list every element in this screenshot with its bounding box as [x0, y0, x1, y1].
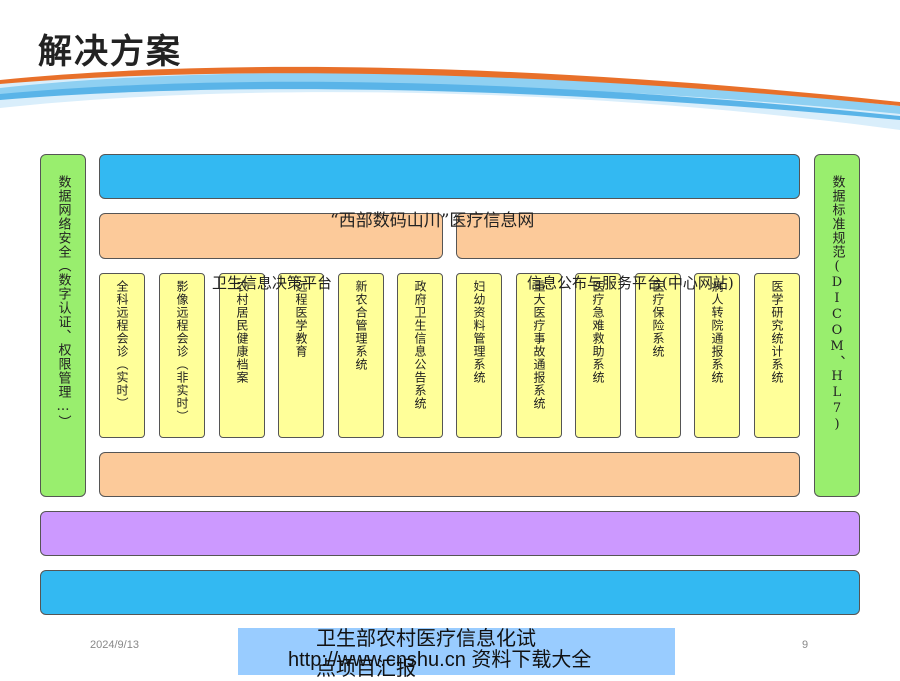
module-remote-education: 远程医学教育 — [278, 273, 324, 438]
decision-platform-label: 卫生信息决策平台 — [212, 274, 333, 292]
caption-line-1: 卫生部农村医疗信息化试 — [316, 628, 536, 650]
top-network-bar — [99, 154, 800, 199]
network-label: “西部数码山川”医疗信息网 — [330, 211, 535, 231]
data-standards-label: 数据标准规范(DICOM、HL7) — [829, 175, 845, 433]
module-gov-announcement: 政府卫生信息公告系统 — [397, 273, 443, 438]
bottom-blue-bar — [40, 570, 860, 615]
module-accident-report: 重大医疗事故通报系统 — [516, 273, 562, 438]
data-standards-bar: 数据标准规范(DICOM、HL7) — [814, 154, 860, 497]
module-ncms-management: 新农合管理系统 — [338, 273, 384, 438]
decision-platform-bar — [99, 213, 443, 259]
header-swoosh — [0, 66, 900, 130]
module-imaging-consult: 影像远程会诊（非实时） — [159, 273, 205, 438]
data-network-security-label: 数据网络安全（数字认证、权限管理…） — [55, 175, 71, 429]
module-general-consult: 全科远程会诊（实时） — [99, 273, 145, 438]
page-number: 9 — [802, 639, 809, 651]
module-research-stats: 医学研究统计系统 — [754, 273, 800, 438]
caption-line-2[interactable]: http://www.cnshu.cn 资料下载大全 — [288, 649, 592, 671]
module-medical-insurance: 医疗保险系统 — [635, 273, 681, 438]
module-maternal-child: 妇幼资料管理系统 — [456, 273, 502, 438]
lower-orange-bar — [99, 452, 800, 497]
slide-title: 解决方案 — [38, 32, 182, 72]
module-patient-transfer: 病人转院通报系统 — [694, 273, 740, 438]
service-platform-bar — [456, 213, 800, 259]
module-emergency-aid: 医疗急难救助系统 — [575, 273, 621, 438]
caption-box — [238, 628, 675, 675]
purple-bar — [40, 511, 860, 556]
data-network-security-bar: 数据网络安全（数字认证、权限管理…） — [40, 154, 86, 497]
footer-date: 2024/9/13 — [90, 639, 139, 651]
service-platform-label: 信息公布与服务平台(中心网站) — [527, 274, 734, 292]
module-health-records: 农村居民健康档案 — [219, 273, 265, 438]
